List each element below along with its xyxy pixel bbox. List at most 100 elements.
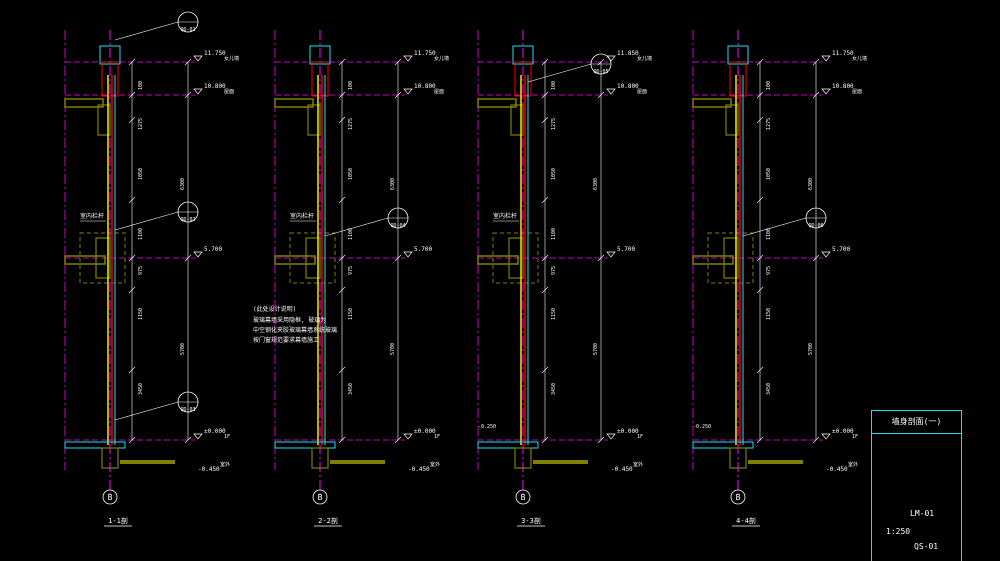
floor-elevation-value: 5.700 (414, 246, 432, 253)
callout-qd-06[interactable]: QD-06 (742, 207, 827, 237)
dimension-text: 3450 (551, 383, 557, 395)
callout-leader (527, 63, 592, 83)
callout-leader (114, 211, 179, 231)
dimension-text: 975 (551, 266, 557, 275)
section-label: 4-4剖 (736, 516, 756, 525)
dimension-tick (338, 91, 346, 99)
base-elevation-note: 室外 (220, 461, 230, 468)
dimension-text: 6300 (593, 178, 599, 190)
dimension-tick (128, 436, 136, 444)
floor-slab (64, 255, 106, 265)
dimension-tick (338, 254, 346, 262)
ground-elevation-value: ±0.000 (414, 428, 436, 435)
dimension-tick (541, 436, 549, 444)
detail-outline (79, 232, 126, 284)
callout-leader (114, 21, 179, 41)
callout-qd-04[interactable]: QD-04 (324, 207, 409, 237)
grid-bubble-icon (102, 489, 118, 505)
dimension-text: 1275 (138, 118, 144, 130)
callout-label: QD-06 (808, 223, 823, 229)
dimension-text: 100 (766, 81, 772, 90)
elevation-marker-icon (193, 433, 203, 440)
grid-bubble-icon (730, 489, 746, 505)
dimension-tick (812, 254, 820, 262)
dimension-tick (812, 436, 820, 444)
section-3[interactable]: 100127510501100975115034506300570011.850… (477, 30, 652, 527)
foundation (729, 447, 747, 469)
roof-beam (97, 104, 111, 136)
callout-qd-01[interactable]: QD-01 (114, 11, 199, 41)
grid-label: B (108, 493, 113, 502)
dimension-tick (597, 436, 605, 444)
ground-slab (274, 441, 336, 449)
floor-beam (305, 237, 321, 279)
section-label: 3-3剖 (521, 516, 541, 525)
parapet-cap (99, 45, 121, 65)
callout-label: QD-03 (180, 407, 195, 413)
sheet-number: QS-01 (914, 542, 939, 551)
dimension-text: 1275 (766, 118, 772, 130)
section-2[interactable]: 100127510501100975115034506300570011.750… (274, 30, 449, 527)
parapet-cap (727, 45, 749, 65)
dimension-text: 5700 (180, 343, 186, 355)
floor-elevation-value: 5.700 (832, 246, 850, 253)
ground-elevation-note: 1F (434, 434, 440, 440)
note-title: (此处设计说明) (253, 305, 296, 313)
dimension-tick (338, 116, 346, 124)
left-elevation-value: -0.250 (478, 424, 496, 430)
rail-label: 室内栏杆 (493, 212, 517, 220)
dimension-text: 1100 (551, 228, 557, 240)
dimension-tick (812, 91, 820, 99)
exterior-ground (533, 460, 588, 464)
section-label: 1-1剖 (108, 516, 128, 525)
parapet-wall (311, 61, 329, 97)
foundation (101, 447, 119, 469)
foundation (311, 447, 329, 469)
dimension-tick (394, 254, 402, 262)
parapet-cap (309, 45, 331, 65)
elevation-marker-icon (821, 55, 831, 62)
dimension-tick (338, 366, 346, 374)
roof-beam (725, 104, 739, 136)
dimension-text: 1150 (766, 308, 772, 320)
dimension-tick (756, 116, 764, 124)
dimension-text: 1100 (348, 228, 354, 240)
dimension-tick (756, 436, 764, 444)
base-elevation-note: 室外 (848, 461, 858, 468)
detail-outline (707, 232, 754, 284)
callout-qd-02[interactable]: QD-02 (114, 201, 199, 231)
base-elevation-note: 室外 (430, 461, 440, 468)
base-elevation-value: -0.450 (826, 466, 848, 473)
section-4[interactable]: 100127510501100975115034506300570011.750… (692, 30, 867, 527)
dimension-text: 5700 (593, 343, 599, 355)
elevation-marker-icon (821, 88, 831, 95)
dimension-tick (338, 196, 346, 204)
foundation (514, 447, 532, 469)
dimension-tick (394, 58, 402, 66)
roof-elevation-note: 屋面 (434, 89, 444, 95)
callout-label: QD-02 (180, 217, 195, 223)
elevation-marker-icon (606, 251, 616, 258)
dimension-tick (541, 116, 549, 124)
dimension-text: 1050 (551, 168, 557, 180)
dimension-text: 1150 (138, 308, 144, 320)
grid-bubble-icon (312, 489, 328, 505)
dimension-text: 1050 (348, 168, 354, 180)
elevation-marker-icon (403, 88, 413, 95)
dimension-tick (812, 58, 820, 66)
roof-slab (692, 98, 732, 108)
elevation-marker-icon (403, 55, 413, 62)
drawing-number: LM-01 (910, 509, 935, 518)
dimension-text: 1275 (348, 118, 354, 130)
exterior-ground (748, 460, 803, 464)
dimension-tick (597, 91, 605, 99)
dimension-tick (128, 91, 136, 99)
ground-elevation-value: ±0.000 (832, 428, 854, 435)
dimension-text: 1100 (138, 228, 144, 240)
elevation-marker-icon (606, 88, 616, 95)
callout-qd-05[interactable]: QD-05 (527, 53, 612, 83)
dimension-tick (756, 286, 764, 294)
callout-qd-03[interactable]: QD-03 (114, 391, 199, 421)
section-1[interactable]: 100127510501100975115034506300570011.750… (64, 11, 239, 527)
